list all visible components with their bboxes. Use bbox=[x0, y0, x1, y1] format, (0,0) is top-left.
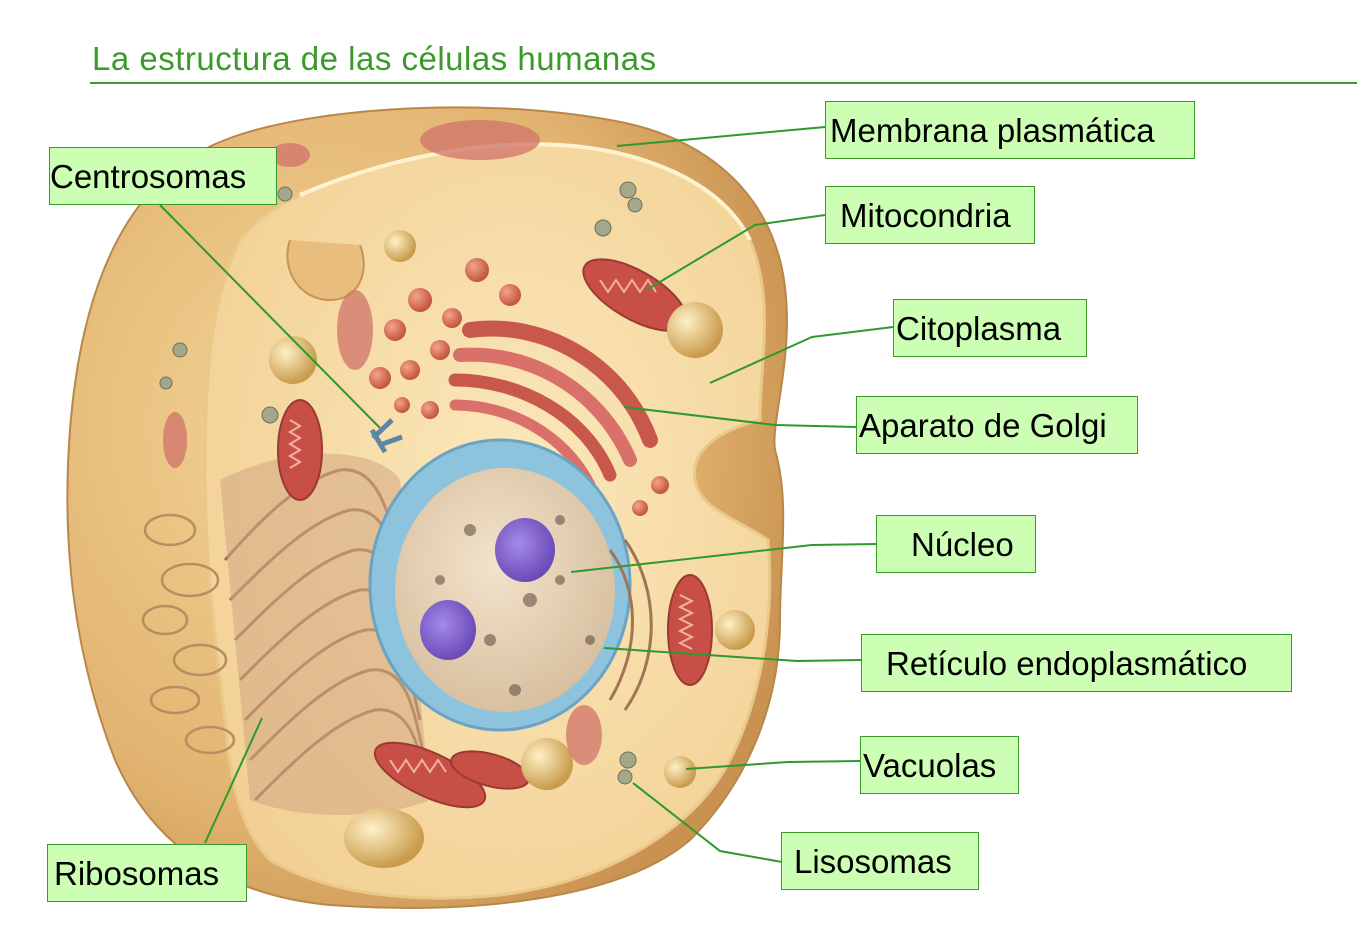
title-underline bbox=[90, 82, 1357, 84]
smooth-er bbox=[141, 513, 236, 755]
label-vacuolas-text: Vacuolas bbox=[863, 746, 997, 784]
label-centrosomas: Centrosomas bbox=[49, 147, 277, 205]
page-title: La estructura de las células humanas bbox=[92, 40, 657, 77]
lysosomes bbox=[159, 181, 643, 785]
label-membrana-plasmatica: Membrana plasmática bbox=[825, 101, 1195, 159]
membrane-fold bbox=[286, 239, 365, 302]
nucleolus-1 bbox=[495, 518, 555, 582]
label-citoplasma: Citoplasma bbox=[893, 299, 1087, 357]
rough-er-right bbox=[608, 539, 653, 711]
label-aparato-de-golgi-text: Aparato de Golgi bbox=[859, 406, 1107, 444]
golgi-vesicles bbox=[369, 258, 669, 516]
label-nucleo: Núcleo bbox=[876, 515, 1036, 573]
label-ribosomas-text: Ribosomas bbox=[54, 854, 220, 892]
label-mitocondria-text: Mitocondria bbox=[840, 196, 1011, 234]
label-nucleo-text: Núcleo bbox=[911, 525, 1014, 563]
nucleolus-2 bbox=[420, 600, 476, 660]
label-lisosomas: Lisosomas bbox=[781, 832, 979, 890]
plasma-membrane-line bbox=[299, 142, 752, 241]
mitochondria-group bbox=[277, 258, 713, 809]
label-reticulo-endoplasmatico-text: Retículo endoplasmático bbox=[886, 644, 1248, 682]
chromatin bbox=[435, 515, 595, 696]
label-reticulo-endoplasmatico: Retículo endoplasmático bbox=[861, 634, 1292, 692]
outer-organelles bbox=[163, 120, 602, 765]
nucleus-body bbox=[395, 468, 615, 712]
label-membrana-plasmatica-text: Membrana plasmática bbox=[830, 111, 1155, 149]
label-mitocondria: Mitocondria bbox=[825, 186, 1035, 244]
golgi-apparatus bbox=[448, 320, 658, 491]
label-vacuolas: Vacuolas bbox=[860, 736, 1019, 794]
centrosome bbox=[369, 418, 403, 454]
label-ribosomas: Ribosomas bbox=[47, 844, 247, 902]
mitochondria-cristae bbox=[288, 278, 695, 774]
label-aparato-de-golgi: Aparato de Golgi bbox=[856, 396, 1138, 454]
label-citoplasma-text: Citoplasma bbox=[896, 309, 1062, 347]
label-centrosomas-text: Centrosomas bbox=[50, 157, 247, 195]
label-lisosomas-text: Lisosomas bbox=[794, 842, 952, 880]
vacuoles bbox=[269, 230, 755, 868]
leader-lines bbox=[159, 126, 894, 863]
